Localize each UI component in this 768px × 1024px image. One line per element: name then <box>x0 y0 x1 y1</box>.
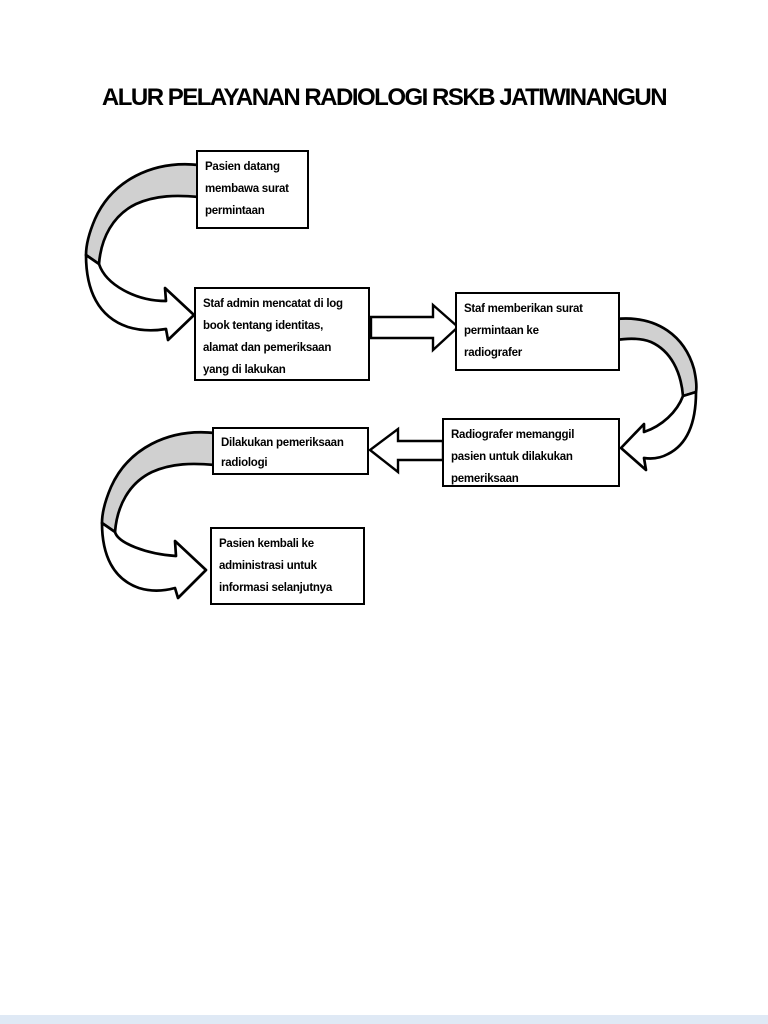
flow-node-pasien-kembali: Pasien kembali ke administrasi untuk inf… <box>210 527 365 605</box>
curved-arrow-top-left-band-icon <box>84 162 201 266</box>
curved-arrow-right-head-icon <box>619 390 698 472</box>
curved-arrow-top-left-head-icon <box>84 253 196 342</box>
flow-node-dilakukan-pemeriksaan: Dilakukan pemeriksaan radiologi <box>212 427 369 475</box>
flow-node-radiografer-memanggil: Radiografer memanggil pasien untuk dilak… <box>442 418 620 487</box>
block-arrow-right-icon <box>369 302 460 353</box>
curved-arrow-bottom-left-head-icon <box>100 521 208 600</box>
block-arrow-left-icon <box>368 426 445 475</box>
flow-node-staf-admin-mencatat: Staf admin mencatat di log book tentang … <box>194 287 370 381</box>
page-title: ALUR PELAYANAN RADIOLOGI RSKB JATIWINANG… <box>101 84 668 111</box>
page-bottom-strip <box>0 1015 768 1024</box>
flow-node-pasien-datang: Pasien datang membawa surat permintaan <box>196 150 309 229</box>
curved-arrow-right-band-icon <box>614 317 698 398</box>
curved-arrow-bottom-left-band-icon <box>100 430 217 534</box>
flow-node-staf-memberikan-surat: Staf memberikan surat permintaan ke radi… <box>455 292 620 371</box>
